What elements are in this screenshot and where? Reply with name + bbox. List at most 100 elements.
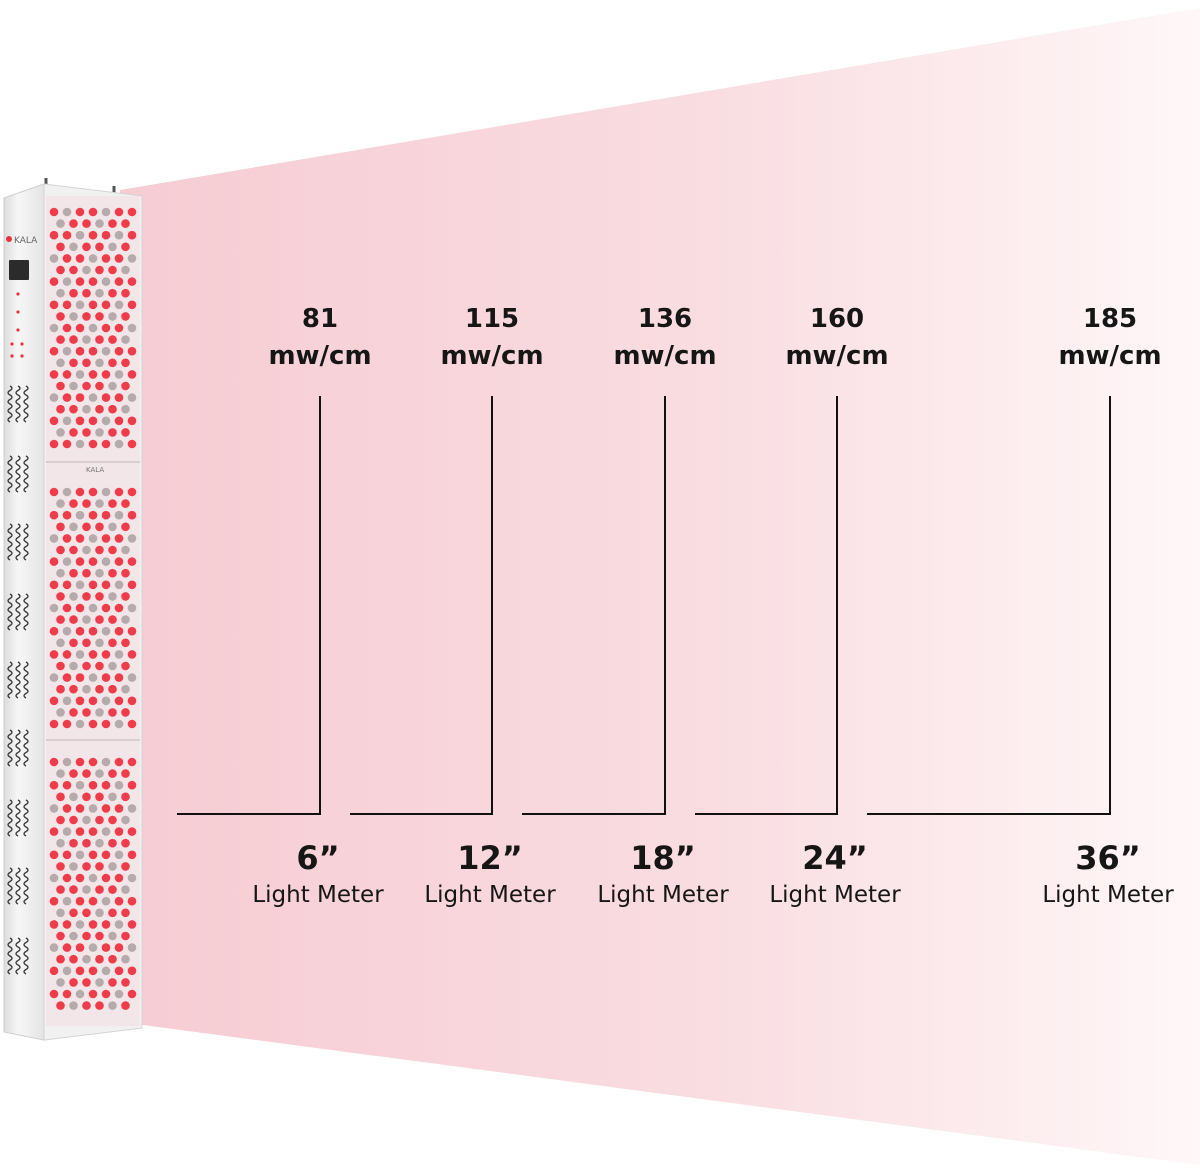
led-bulb bbox=[101, 416, 111, 426]
led-bulb bbox=[62, 673, 72, 682]
light-meter-label: Light Meter bbox=[769, 882, 901, 908]
distance-label: 12”Light Meter bbox=[424, 838, 555, 910]
led-bulb bbox=[101, 439, 111, 449]
led-bulb bbox=[121, 769, 130, 778]
led-bulb bbox=[108, 404, 117, 414]
led-bulb bbox=[75, 780, 85, 790]
led-bulb bbox=[82, 312, 91, 321]
led-bulb bbox=[82, 428, 91, 437]
led-bulb bbox=[88, 439, 98, 449]
distance-label: 6”Light Meter bbox=[252, 838, 383, 910]
led-bulb bbox=[88, 510, 98, 520]
led-bulb bbox=[127, 850, 137, 860]
led-bulb bbox=[95, 265, 104, 275]
led-bulb bbox=[121, 381, 130, 391]
led-bulb bbox=[82, 381, 91, 391]
led-bulb bbox=[88, 346, 98, 356]
led-bulb bbox=[95, 219, 104, 228]
led-bulb bbox=[49, 920, 59, 929]
led-bulb bbox=[114, 323, 124, 333]
led-bulb bbox=[69, 312, 78, 321]
led-bulb bbox=[95, 769, 104, 778]
distance-value: 12” bbox=[457, 839, 523, 877]
led-bulb bbox=[88, 370, 98, 379]
led-bulb bbox=[49, 487, 59, 497]
led-bulb bbox=[121, 568, 130, 578]
led-bulb bbox=[49, 626, 59, 636]
led-bulb bbox=[62, 850, 72, 860]
led-bulb bbox=[82, 708, 91, 717]
led-bulb bbox=[114, 673, 124, 682]
led-bulb bbox=[121, 862, 130, 871]
led-bulb bbox=[82, 499, 91, 508]
led-bulb bbox=[69, 638, 78, 648]
led-bulb bbox=[88, 603, 98, 613]
led-bulb bbox=[82, 265, 91, 275]
led-bulb bbox=[95, 815, 104, 825]
led-bulb bbox=[69, 335, 78, 344]
led-bulb bbox=[127, 510, 137, 520]
led-bulb bbox=[75, 626, 85, 636]
led-bulb bbox=[62, 943, 72, 952]
led-bulb bbox=[62, 370, 72, 379]
led-bulb bbox=[88, 896, 98, 906]
led-bulb bbox=[82, 615, 91, 624]
led-bulb bbox=[56, 335, 65, 344]
led-bulb bbox=[114, 534, 124, 543]
led-bulb bbox=[69, 708, 78, 717]
led-bulb bbox=[75, 510, 85, 520]
led-bulb bbox=[108, 684, 117, 694]
led-bulb bbox=[127, 989, 137, 999]
led-bulb bbox=[75, 966, 85, 976]
led-bulb bbox=[127, 534, 137, 543]
led-bulb bbox=[56, 499, 65, 508]
led-bulb bbox=[75, 300, 85, 310]
led-bulb bbox=[75, 439, 85, 449]
light-beam bbox=[120, 8, 1200, 1165]
led-bulb bbox=[95, 335, 104, 344]
led-bulb bbox=[62, 230, 72, 240]
led-bulb bbox=[108, 815, 117, 825]
led-bulb bbox=[82, 769, 91, 778]
led-bulb bbox=[82, 219, 91, 228]
led-bulb bbox=[108, 931, 117, 941]
led-bulb bbox=[114, 580, 124, 590]
led-bulb bbox=[108, 592, 117, 601]
led-bulb bbox=[127, 966, 137, 976]
led-bulb bbox=[101, 873, 111, 883]
irradiance-unit: mw/cm bbox=[785, 341, 889, 371]
led-bulb bbox=[121, 592, 130, 601]
led-bulb bbox=[88, 300, 98, 310]
irradiance-value: 115 bbox=[464, 304, 520, 334]
led-bulb bbox=[49, 804, 59, 813]
led-bulb bbox=[127, 323, 137, 333]
led-bulb bbox=[101, 827, 111, 836]
led-bulb bbox=[69, 219, 78, 228]
led-bulb bbox=[82, 568, 91, 578]
led-bulb bbox=[75, 673, 85, 682]
led-bulb bbox=[121, 404, 130, 414]
led-bulb bbox=[101, 277, 111, 286]
led-bulb bbox=[127, 300, 137, 310]
led-bulb bbox=[75, 827, 85, 836]
led-bulb bbox=[69, 381, 78, 391]
led-bulb bbox=[82, 792, 91, 802]
led-bulb bbox=[62, 393, 72, 402]
led-bulb bbox=[114, 943, 124, 952]
led-bulb bbox=[82, 242, 91, 252]
led-bulb bbox=[101, 346, 111, 356]
led-bulb bbox=[49, 277, 59, 286]
led-bulb bbox=[88, 580, 98, 590]
led-bulb bbox=[95, 978, 104, 987]
led-bulb bbox=[49, 557, 59, 566]
led-bulb bbox=[62, 780, 72, 790]
led-bulb bbox=[82, 545, 91, 555]
led-bulb bbox=[69, 769, 78, 778]
led-bulb bbox=[121, 931, 130, 941]
led-bulb bbox=[121, 1001, 130, 1010]
led-bulb bbox=[127, 603, 137, 613]
led-bulb bbox=[82, 838, 91, 848]
led-bulb bbox=[49, 416, 59, 426]
control-buttons bbox=[10, 292, 24, 358]
